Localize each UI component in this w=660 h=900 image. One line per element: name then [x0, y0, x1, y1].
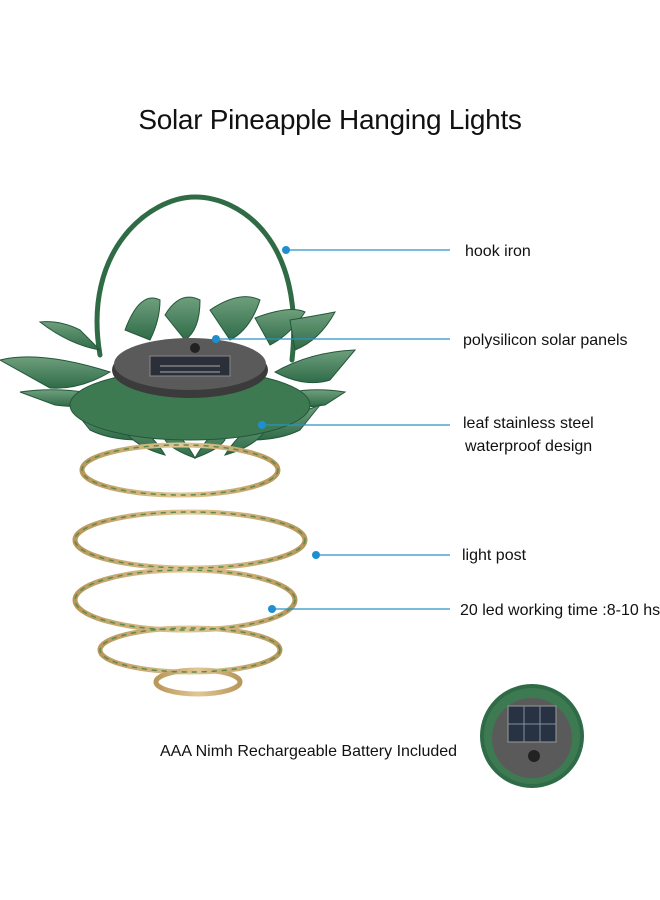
callout-led-working-time: 20 led working time :8-10 hs — [460, 602, 660, 619]
battery-note: AAA Nimh Rechargeable Battery Included — [160, 743, 458, 760]
callout-dot-post — [312, 551, 320, 559]
callout-dot-hook — [282, 246, 290, 254]
hook-iron-handle — [94, 194, 297, 363]
callout-hook-iron: hook iron — [465, 243, 531, 260]
callout-leaf-steel: leaf stainless steel waterproof design — [463, 412, 594, 458]
callout-leaf-line1: leaf stainless steel — [463, 415, 594, 432]
battery-inset-image — [480, 684, 584, 788]
callout-leaf-line2: waterproof design — [465, 438, 593, 455]
callout-solar-panels: polysilicon solar panels — [463, 332, 628, 349]
callout-dot-solar — [212, 335, 220, 343]
page-title: Solar Pineapple Hanging Lights — [138, 104, 522, 135]
callout-dot-leaf — [258, 421, 266, 429]
solar-cap — [112, 338, 268, 398]
callout-light-post: light post — [462, 547, 527, 564]
leaf-crown-back — [38, 296, 336, 351]
spiral-wire — [72, 442, 308, 697]
callout-dot-led — [268, 605, 276, 613]
callout-dots — [212, 246, 320, 613]
callout-lines — [216, 249, 450, 610]
